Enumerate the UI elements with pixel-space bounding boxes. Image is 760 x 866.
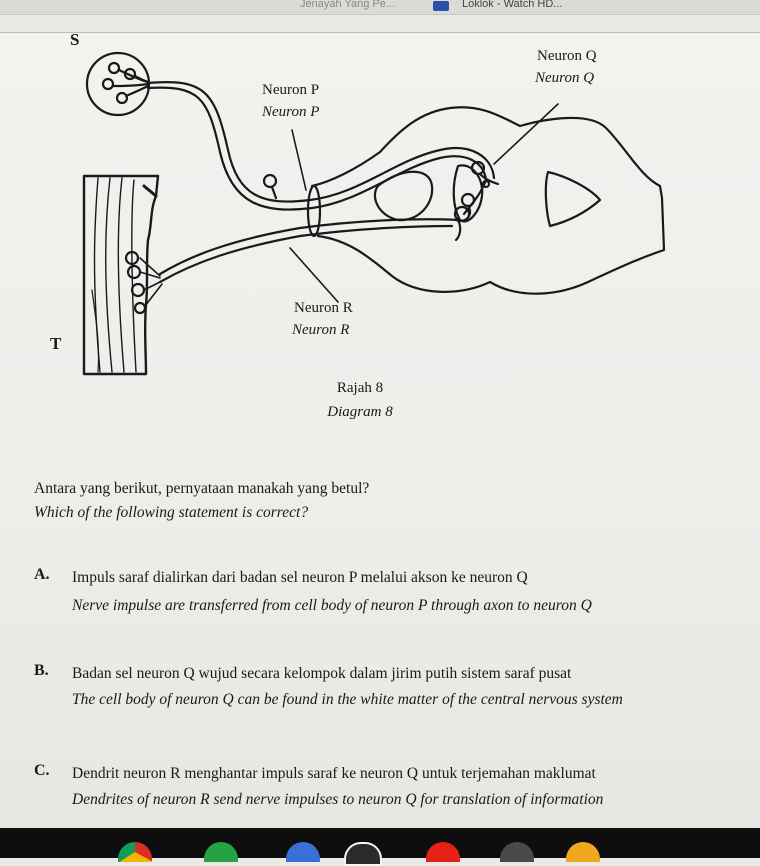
chrome-icon[interactable] <box>118 842 152 862</box>
loklok-favicon-icon <box>433 1 449 11</box>
spinal-cord <box>306 106 666 295</box>
app-icon[interactable] <box>500 842 534 862</box>
question-stem-en: Which of the following statement is corr… <box>34 504 309 521</box>
label-t: T <box>50 334 62 353</box>
reflex-arc-diagram <box>82 51 666 376</box>
option-c-text-my: Dendrit neuron R menghantar impuls saraf… <box>72 765 596 782</box>
page-divider <box>0 32 760 33</box>
label-neuron-r-en: Neuron R <box>292 322 350 338</box>
app-icon[interactable] <box>566 842 600 862</box>
option-a-text-en: Nerve impulse are transferred from cell … <box>72 597 592 614</box>
whatsapp-icon[interactable] <box>204 842 238 862</box>
app-icon[interactable] <box>344 842 382 866</box>
youtube-icon[interactable] <box>426 842 460 862</box>
browser-tab-left[interactable]: Jenayah Yang Pe... <box>300 0 395 10</box>
pointer-neuron-r <box>289 247 339 303</box>
effector-muscle-t <box>82 174 163 376</box>
neuron-r-fibre <box>158 204 472 284</box>
option-a-letter: A. <box>34 566 50 583</box>
pointer-neuron-p <box>291 129 307 191</box>
label-s: S <box>70 30 80 49</box>
label-neuron-q-my: Neuron Q <box>537 48 597 64</box>
option-b-text-my: Badan sel neuron Q wujud secara kelompok… <box>72 665 572 682</box>
label-neuron-r-my: Neuron R <box>294 300 353 316</box>
label-neuron-p-my: Neuron P <box>262 82 320 98</box>
question-stem-my: Antara yang berikut, pernyataan manakah … <box>34 480 370 497</box>
option-a-text-my: Impuls saraf dialirkan dari badan sel ne… <box>72 569 528 586</box>
browser-tab-right[interactable]: Loklok - Watch HD... <box>462 0 563 10</box>
diagram-caption-en: Diagram 8 <box>327 404 393 420</box>
option-b-letter: B. <box>34 662 49 679</box>
neuron-p-fibre <box>146 81 496 211</box>
browser-tab-strip: Jenayah Yang Pe... Loklok - Watch HD... <box>0 0 760 15</box>
receptor-s <box>85 51 151 117</box>
option-c-text-en: Dendrites of neuron R send nerve impulse… <box>72 791 604 808</box>
worksheet-page <box>0 33 760 828</box>
diagram-caption-my: Rajah 8 <box>336 380 384 396</box>
label-neuron-q-en: Neuron Q <box>535 70 595 86</box>
option-b-text-en: The cell body of neuron Q can be found i… <box>72 691 623 708</box>
label-neuron-p-en: Neuron P <box>262 104 320 120</box>
pointer-neuron-q <box>493 103 559 165</box>
app-icon[interactable] <box>286 842 320 862</box>
option-c-letter: C. <box>34 762 50 779</box>
